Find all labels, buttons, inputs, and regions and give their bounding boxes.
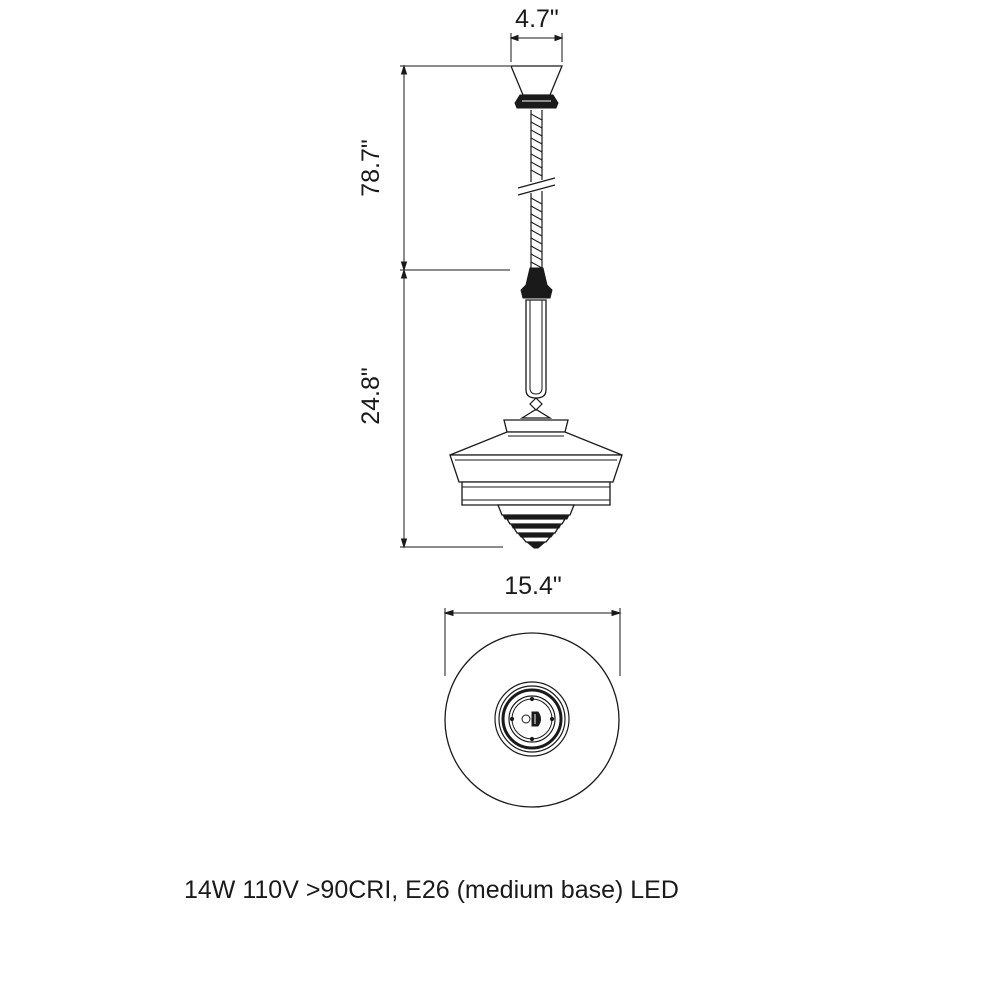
cord-length-label: 78.7" bbox=[357, 139, 385, 197]
lamp-specifications: 14W 110V >90CRI, E26 (medium base) LED bbox=[184, 876, 679, 904]
pendant-side-view bbox=[449, 65, 623, 549]
fixture-height-dimension: 24.8" bbox=[357, 268, 510, 549]
hanging-rod bbox=[525, 299, 547, 399]
shade-top-cap bbox=[519, 409, 553, 419]
socket-center-icon bbox=[521, 711, 541, 727]
canopy bbox=[510, 65, 563, 96]
canopy-width-dimension: 4.7" bbox=[509, 5, 564, 62]
pendant-bottom-view bbox=[444, 632, 620, 808]
shade-diameter-dimension: 15.4" bbox=[443, 572, 622, 676]
cord-grip bbox=[520, 267, 553, 299]
braided-cord bbox=[517, 110, 556, 269]
shade-cone bbox=[449, 431, 623, 456]
shade-drum bbox=[449, 454, 623, 483]
fixture-height-label: 24.8" bbox=[357, 367, 385, 425]
shade-diameter-label: 15.4" bbox=[504, 572, 562, 600]
diffuser-bottom bbox=[497, 504, 575, 549]
canopy-width-label: 4.7" bbox=[515, 5, 559, 33]
cord-length-dimension: 78.7" bbox=[357, 64, 510, 272]
